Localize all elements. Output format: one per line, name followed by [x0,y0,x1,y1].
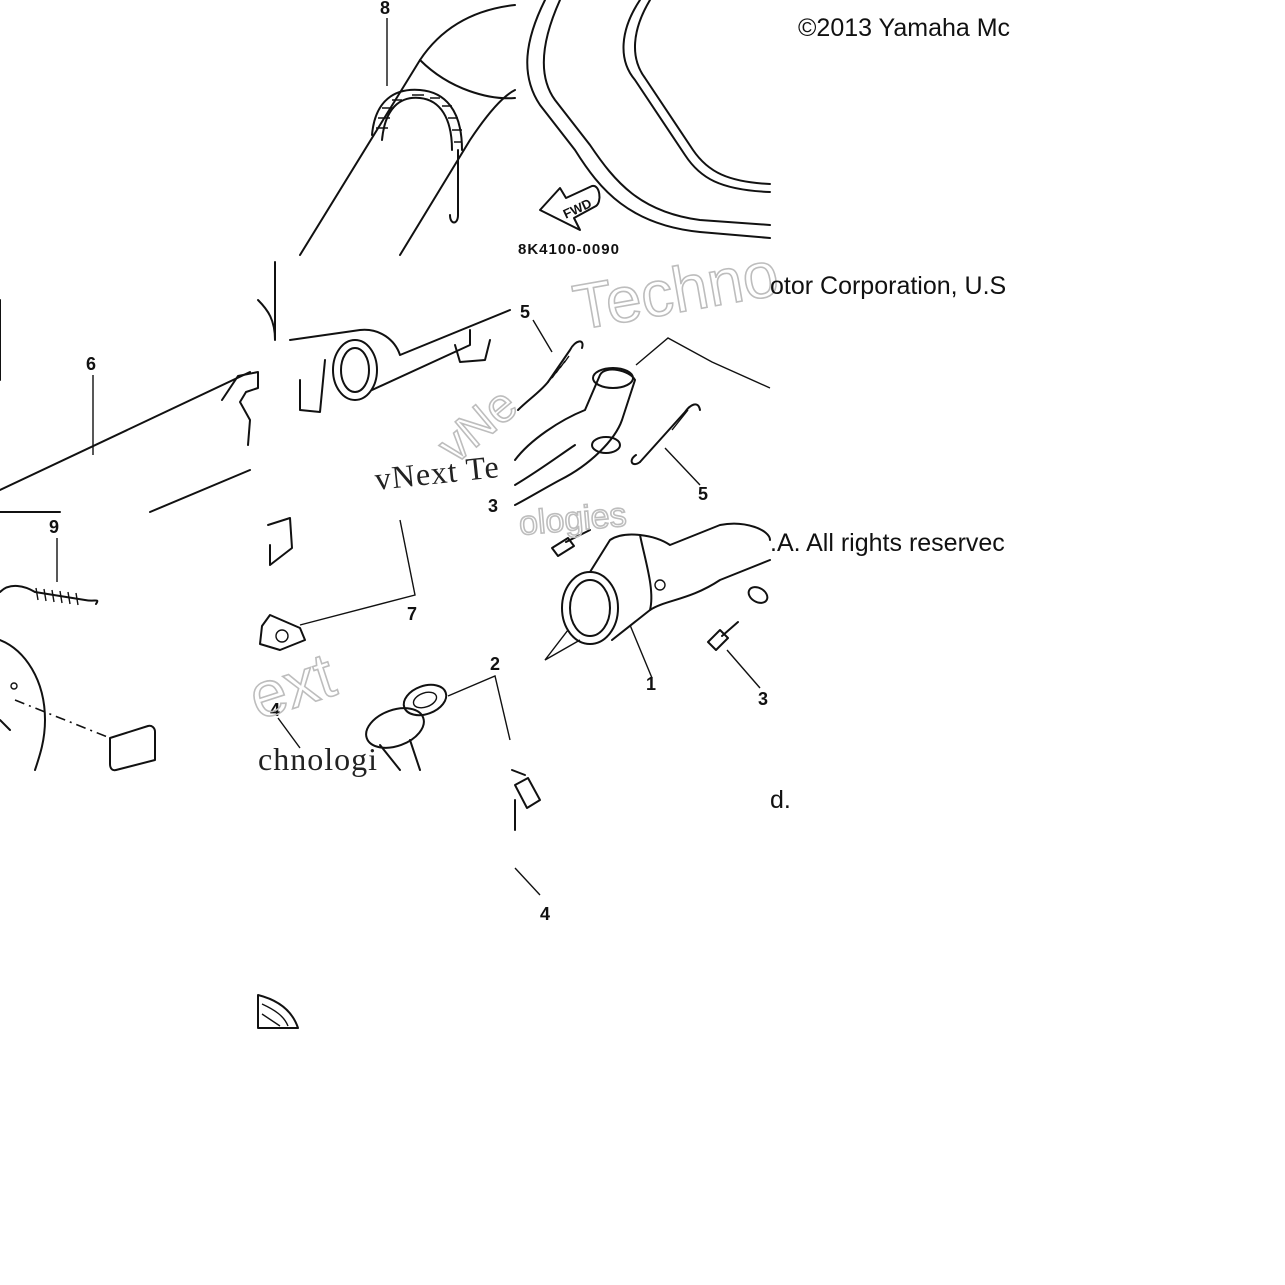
joint-pipe-1 [561,522,771,645]
callout-6: 6 [86,354,96,374]
spring-5-upper [517,340,584,411]
leader-2 [447,675,511,741]
spring-5-lower [630,403,701,466]
fwd-label: FWD [561,196,594,222]
copyright-line-2: otor Corporation, U.S [770,272,1007,300]
leader-4a [277,717,301,749]
callout-5b: 5 [698,484,708,504]
callout-3a: 3 [488,496,498,516]
callout-4a: 4 [270,700,280,720]
copyright-line-3: .A. All rights reservec [770,529,1005,557]
callout-9: 9 [49,517,59,537]
mount-bracket-left [221,371,259,446]
callout-8: 8 [380,0,390,18]
nozzle-4 [365,707,425,771]
callout-1: 1 [646,674,656,694]
leader-7 [299,519,416,626]
leader-joint [635,337,771,389]
muffler-pipe [0,299,251,513]
washer-small [747,586,769,604]
callout-7: 7 [407,604,417,624]
fwd-arrow: FWD [539,184,601,231]
leader-1a [544,629,581,661]
watermark-text: ext [240,638,344,733]
muffler-end-cap [0,639,156,772]
callout-4b: 4 [540,904,550,924]
callout-5a: 5 [520,302,530,322]
heat-guard [526,0,771,239]
leader-1 [629,624,653,679]
leader-5a [532,319,553,353]
exhaust-joint [514,367,636,506]
leader-3b [726,649,761,689]
gasket-2 [402,683,448,717]
copyright-line-1: ©2013 Yamaha Mc [798,14,1011,42]
muffler-upper-body [299,4,516,256]
watermark-text: ologies [517,496,628,543]
callout-2: 2 [490,654,500,674]
lower-clip [511,769,541,831]
spring-9 [0,585,99,606]
grommet [257,994,299,1029]
silencer-end [257,261,511,413]
diagram-code: 8K4100-0090 [518,241,620,258]
leader-4b [514,867,541,896]
callout-3b: 3 [758,689,768,709]
bracket-7 [259,517,306,651]
bolt-3-lower [707,621,739,651]
bolt-3-upper [551,529,591,557]
band-clamp [371,88,463,224]
watermark-text: chnologi [258,741,378,777]
leader-5b [664,447,701,486]
copyright-line-4: d. [770,786,791,814]
